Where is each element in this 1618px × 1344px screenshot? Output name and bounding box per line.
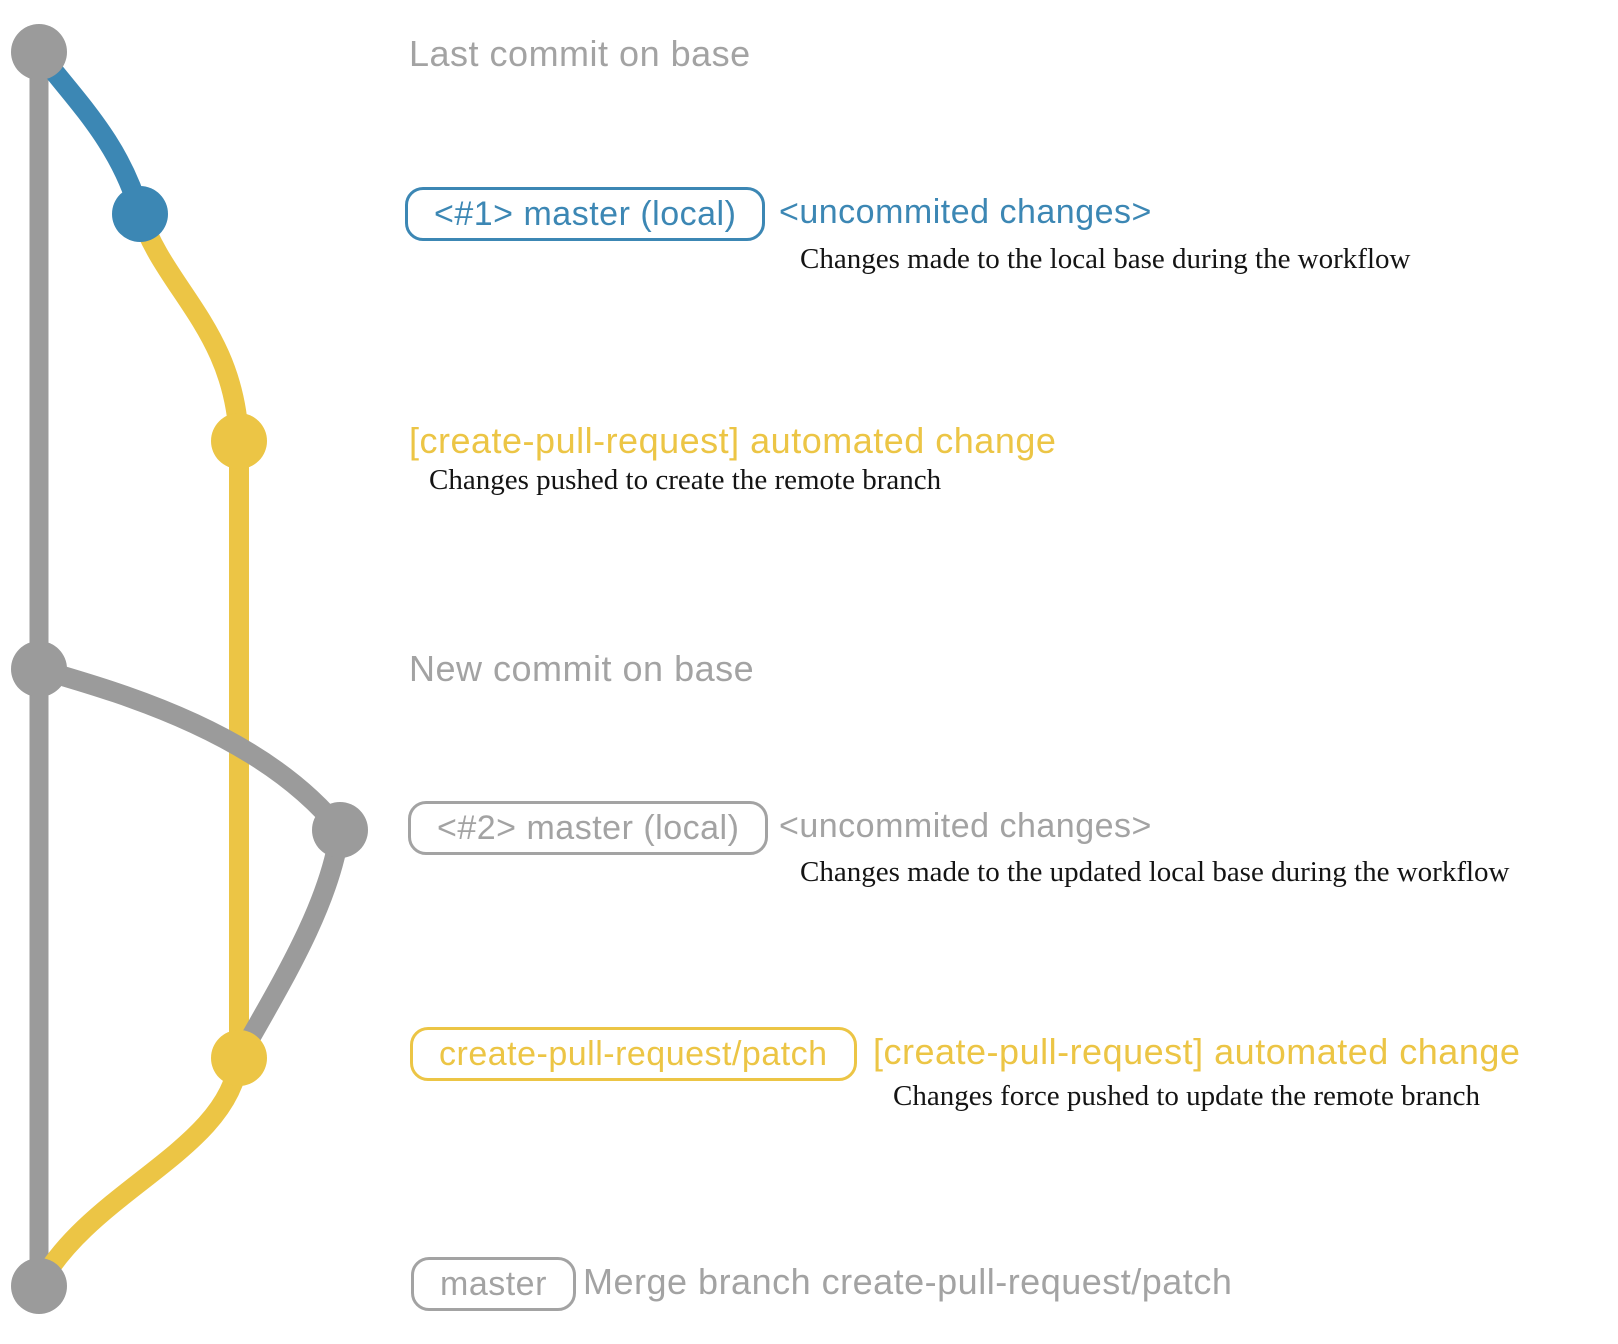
branch-local2-merge-curve: [229, 820, 350, 1068]
commit-dot-merge: [11, 1258, 67, 1314]
badge-master-local-2-label: <#2> master (local): [437, 808, 740, 847]
commit-dot-local-2: [312, 802, 368, 858]
merge-commit-message: Merge branch create-pull-request/patch: [583, 1261, 1233, 1302]
commit-dot-new-base: [11, 641, 67, 697]
uncommited-changes-note-2: <uncommited changes>: [779, 807, 1152, 845]
badge-master-local-1-label: <#1> master (local): [434, 194, 737, 233]
new-commit-label: New commit on base: [409, 648, 755, 689]
branch-local1-curve: [29, 42, 150, 224]
commit-dot-patch-2: [211, 1030, 267, 1086]
badge-master-local-1: <#1> master (local): [405, 187, 766, 241]
desc-local-2: Changes made to the updated local base d…: [800, 856, 1510, 888]
commit-dot-last-base: [11, 24, 67, 80]
badge-master: master: [411, 1257, 576, 1311]
branch-patch-line: [130, 204, 249, 1068]
commit-dot-local-1: [112, 186, 168, 242]
commit-dot-patch-1: [211, 413, 267, 469]
desc-local-1: Changes made to the local base during th…: [800, 243, 1411, 275]
badge-master-local-2: <#2> master (local): [408, 801, 769, 855]
branch-local2-curve: [29, 659, 350, 840]
desc-patch-1: Changes pushed to create the remote bran…: [429, 464, 942, 496]
last-commit-label: Last commit on base: [409, 33, 751, 74]
commit-message-patch-2: [create-pull-request] automated change: [873, 1031, 1521, 1072]
badge-master-label: master: [440, 1264, 547, 1303]
branch-patch-merge-curve: [29, 1048, 249, 1296]
desc-patch-2: Changes force pushed to update the remot…: [893, 1080, 1481, 1112]
badge-patch-branch-label: create-pull-request/patch: [439, 1034, 828, 1073]
uncommited-changes-note-1: <uncommited changes>: [779, 193, 1152, 231]
commit-message-patch-1: [create-pull-request] automated change: [409, 420, 1057, 461]
badge-patch-branch: create-pull-request/patch: [410, 1027, 857, 1081]
